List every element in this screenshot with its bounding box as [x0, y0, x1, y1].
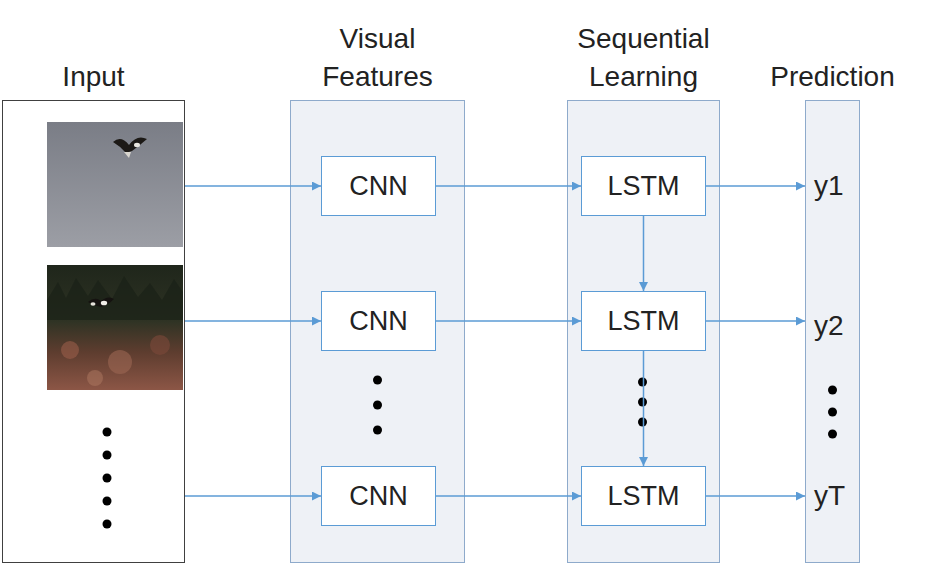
dot: [828, 386, 837, 395]
dot: [103, 428, 112, 437]
forest-background: [47, 265, 183, 390]
eagle-tail: [124, 152, 131, 158]
box-label: CNN: [349, 170, 408, 202]
sky-background: [47, 122, 183, 247]
foliage-patch: [61, 341, 79, 359]
flow-arrow: [185, 185, 321, 187]
forest-photo: [47, 265, 183, 390]
lstm-box: LSTM: [581, 291, 706, 351]
dot: [103, 497, 112, 506]
box-label: LSTM: [607, 305, 679, 337]
tree-line: [47, 276, 183, 320]
dot: [828, 430, 837, 439]
dot: [828, 408, 837, 417]
flow-arrow: [706, 495, 805, 497]
cnn-box: CNN: [321, 466, 436, 526]
flow-arrow: [706, 320, 805, 322]
flow-arrow: [436, 320, 581, 322]
dot: [638, 378, 647, 387]
dot: [638, 418, 647, 427]
lstm-box: LSTM: [581, 156, 706, 216]
continuation-dots: [638, 378, 647, 427]
output-label: yT: [806, 481, 859, 511]
eagle-head: [101, 301, 107, 306]
eagle-silhouette: [88, 297, 114, 307]
box-label: CNN: [349, 480, 408, 512]
cnn-box: CNN: [321, 291, 436, 351]
output-label: y1: [806, 171, 859, 201]
flow-arrow: [643, 216, 645, 291]
flow-arrow: [643, 351, 645, 466]
foliage-patch: [150, 335, 170, 355]
lstm-box: LSTM: [581, 466, 706, 526]
prediction-panel: Predictiony1y2yT: [805, 100, 860, 563]
column-heading: Visual Features: [288, 6, 468, 96]
eagle-tail: [91, 302, 96, 306]
flow-arrow: [185, 320, 321, 322]
eagle-silhouette: [113, 137, 147, 153]
dot: [373, 376, 382, 385]
flow-arrow: [185, 495, 321, 497]
foliage-patch: [87, 370, 103, 386]
dot: [103, 474, 112, 483]
input-panel: Input: [2, 100, 185, 563]
feature-panel: Visual FeaturesCNNCNNCNN: [290, 100, 465, 563]
box-label: LSTM: [607, 480, 679, 512]
output-label: y2: [806, 311, 859, 341]
box-label: CNN: [349, 305, 408, 337]
box-label: LSTM: [607, 170, 679, 202]
continuation-dots: [373, 376, 382, 435]
flow-arrow: [436, 185, 581, 187]
dot: [638, 398, 647, 407]
eagle-head: [134, 143, 140, 147]
foliage-patch: [108, 350, 132, 374]
dot: [103, 520, 112, 529]
flow-arrow: [436, 495, 581, 497]
continuation-dots: [828, 386, 837, 439]
sky-photo: [47, 122, 183, 247]
column-heading: Sequential Learning: [554, 6, 734, 96]
column-heading: Prediction: [743, 6, 923, 96]
dot: [373, 426, 382, 435]
sequence-panel: Sequential LearningLSTMLSTMLSTM: [567, 100, 720, 563]
flow-arrow: [706, 185, 805, 187]
column-heading: Input: [4, 6, 184, 96]
cnn-box: CNN: [321, 156, 436, 216]
continuation-dots: [103, 428, 112, 529]
dot: [373, 401, 382, 410]
dot: [103, 451, 112, 460]
